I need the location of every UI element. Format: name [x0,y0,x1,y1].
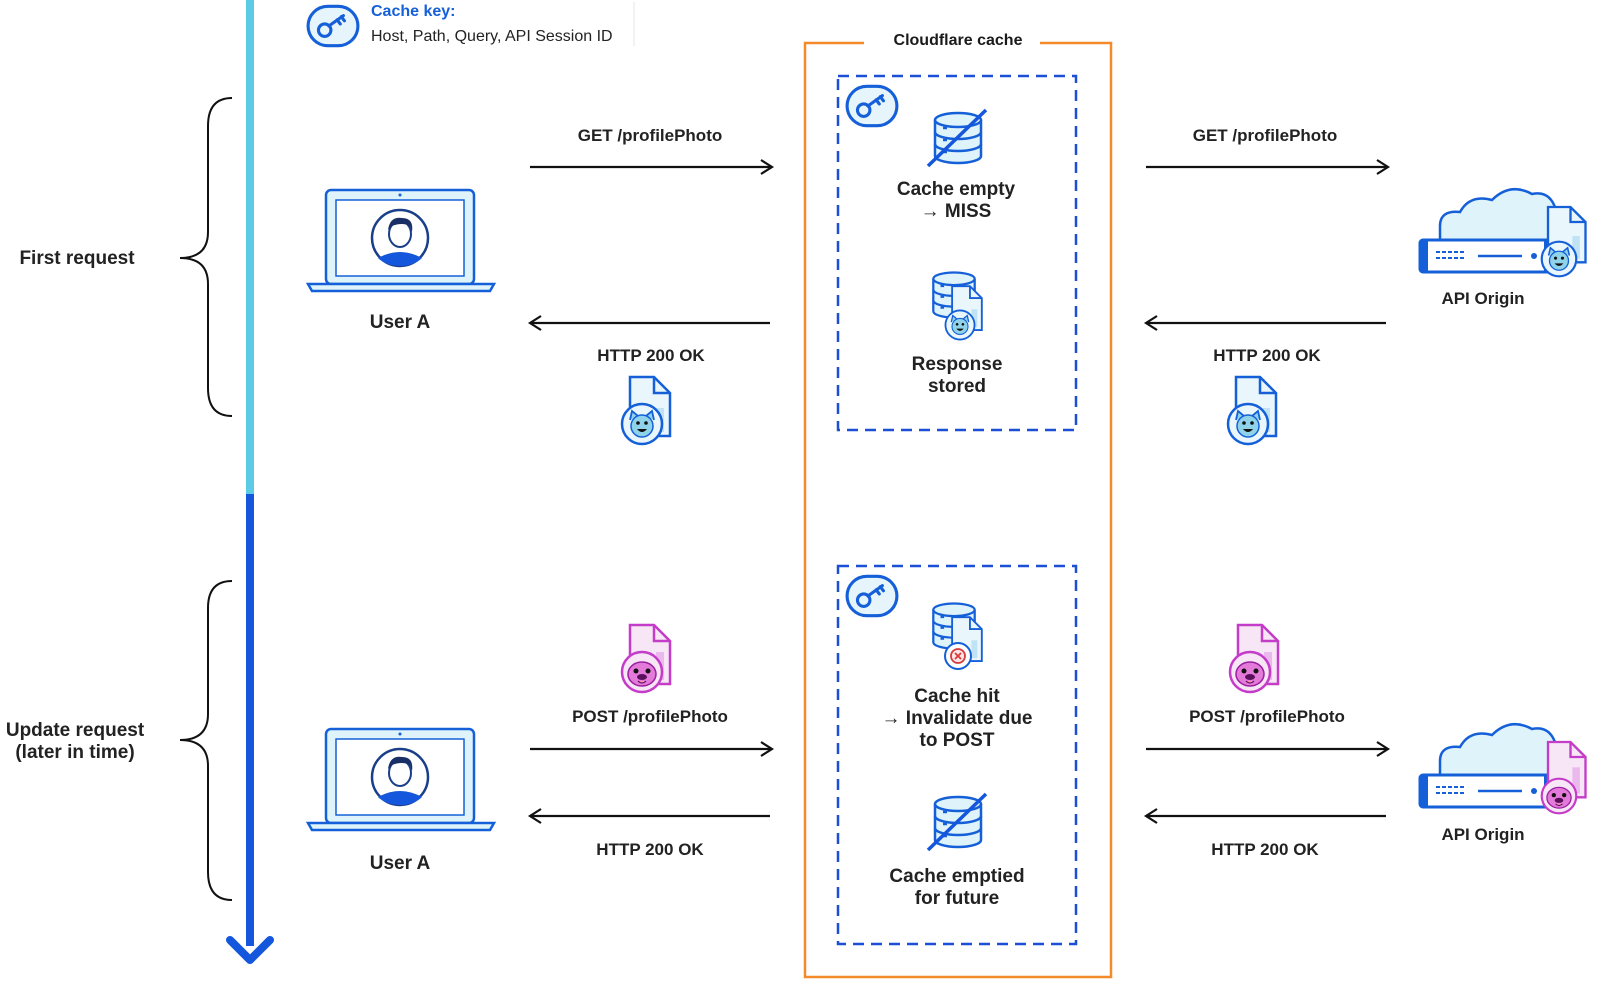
user-a-update-laptop-icon [306,727,496,832]
update-req-right-file-icon [1228,623,1280,694]
api-origin-update-label: API Origin [1441,825,1525,844]
timeline-arrowhead [226,936,274,964]
api-origin-update-icon [1418,722,1587,815]
cloudflare-cache-title: Cloudflare cache [883,32,1033,50]
first-resp-right-label: HTTP 200 OK [1213,346,1321,365]
update-request-brace [179,580,233,901]
cache-emptied-label: Cache emptied for future [889,866,1025,909]
update-req-left-file-icon [620,623,672,694]
first-req-right-label: GET /profilePhoto [1192,126,1338,145]
update-req-left-label: POST /profilePhoto [572,707,728,726]
update-request-label: Update request (later in time) [5,720,145,763]
user-a-first-label: User A [369,312,431,333]
cache-key-value: Host, Path, Query, API Session ID [371,28,613,45]
first-request-label: First request [19,248,135,269]
update-cache-zone [836,564,1078,946]
first-zone-key-icon [845,84,899,128]
update-resp-left-label: HTTP 200 OK [596,840,704,859]
first-resp-left-label: HTTP 200 OK [597,346,705,365]
update-req-right-label: POST /profilePhoto [1189,707,1345,726]
cache-hit-invalidate-label: Cache hit → Invalidate due to POST [881,686,1033,751]
user-a-update-label: User A [369,853,431,874]
first-req-left-label: GET /profilePhoto [577,126,723,145]
cache-empty-miss-label: Cache empty → MISS [896,179,1016,222]
user-a-first-laptop-icon [306,188,496,293]
api-origin-first-label: API Origin [1441,289,1525,308]
response-stored-icon [932,271,983,341]
update-resp-right-label: HTTP 200 OK [1211,840,1319,859]
first-request-brace [179,97,233,417]
cloudflare-cache-box [803,41,1113,979]
cache-invalidate-icon [932,602,983,670]
update-zone-key-icon [845,574,899,618]
api-origin-first-icon [1418,187,1587,278]
cache-empty-icon [926,108,988,168]
timeline-later-segment [246,494,254,946]
first-resp-left-file-icon [620,375,672,446]
cache-key-icon [306,4,360,48]
first-cache-zone [836,74,1078,432]
first-resp-right-file-icon [1226,375,1278,446]
timeline-past-segment [246,0,254,494]
cache-key-title: Cache key: [371,3,456,20]
cache-emptied-icon [926,792,988,852]
response-stored-label: Response stored [911,354,1003,397]
